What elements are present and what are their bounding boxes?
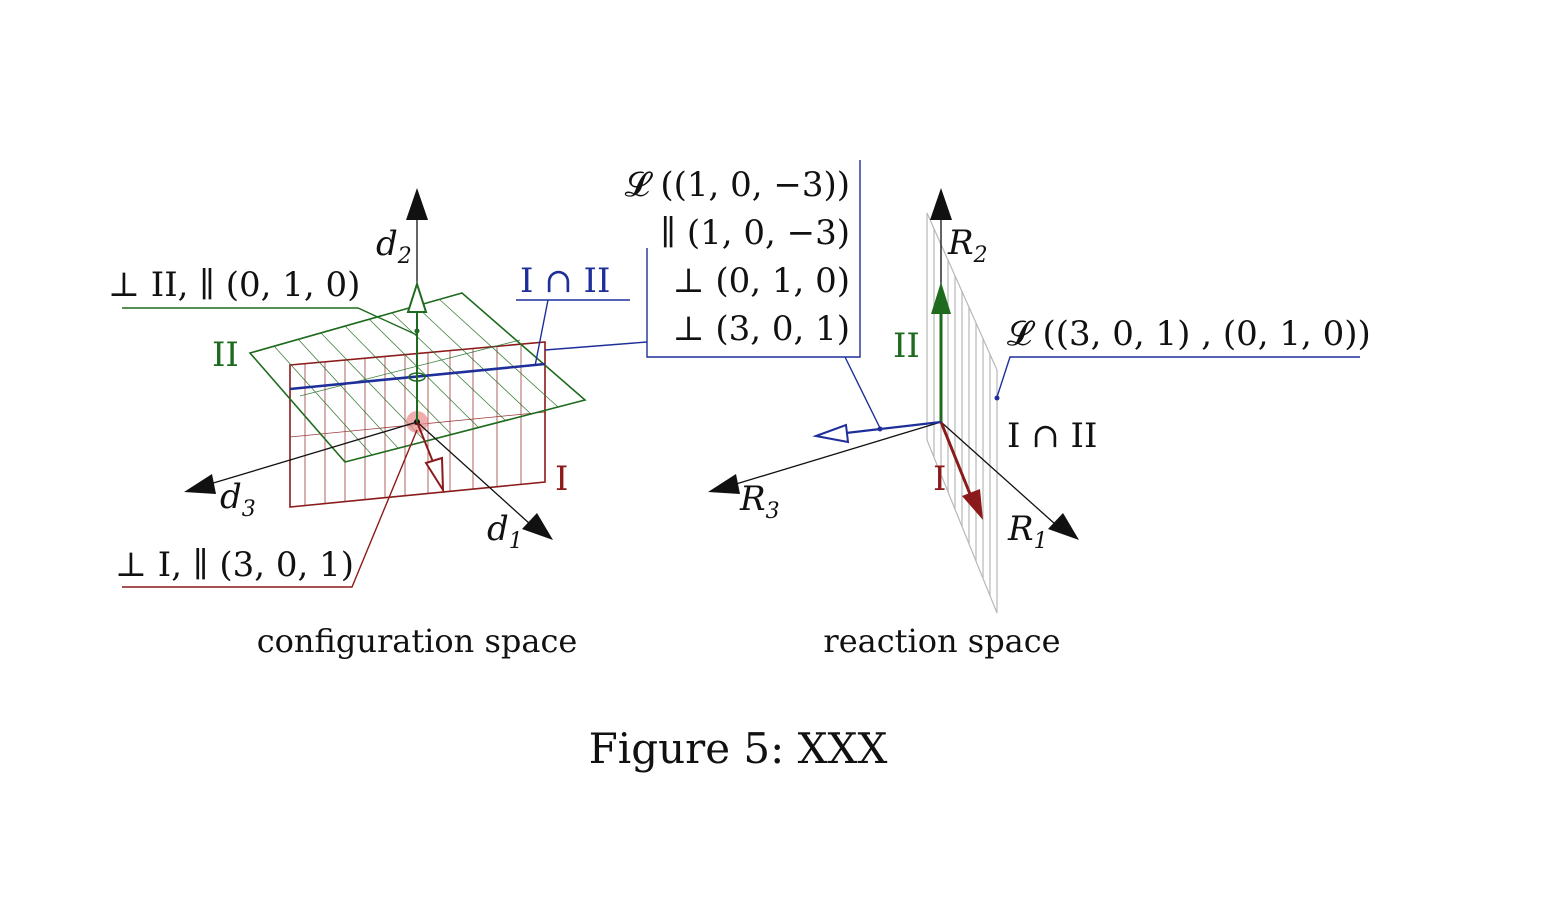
label-intersection-right: I ∩ II — [1007, 416, 1097, 456]
d3-arrowhead — [184, 474, 216, 494]
label-perp-I: ⊥ I, ∥ (3, 0, 1) — [115, 545, 354, 585]
label-plane-II: II — [212, 335, 239, 375]
bracket-box: 𝓛 ((1, 0, −3)) ∥ (1, 0, −3) ⊥ (0, 1, 0) … — [625, 160, 881, 429]
d2-arrowhead — [406, 188, 428, 220]
box-line-2: ∥ (1, 0, −3) — [660, 213, 850, 253]
leader-perp-II — [122, 307, 418, 336]
label-plane-I: I — [555, 459, 568, 499]
box-line-4: ⊥ (3, 0, 1) — [673, 309, 850, 349]
label-span: 𝓛 ((3, 0, 1) , (0, 1, 0)) — [1007, 314, 1371, 354]
d1-arrowhead — [522, 513, 553, 540]
normal-I-arrow — [424, 456, 445, 494]
configuration-space-diagram: d2 d3 d1 II I ⊥ II, ∥ (0, 1, 0) ⊥ I, ∥ (… — [108, 188, 648, 660]
caption-configuration-space: configuration space — [257, 622, 578, 660]
R3-arrowhead — [708, 474, 740, 494]
label-R2: R2 — [947, 223, 988, 268]
caption-reaction-space: reaction space — [823, 622, 1060, 660]
plane-II — [248, 292, 587, 463]
leader-span — [996, 356, 1360, 398]
label-d1: d1 — [487, 509, 523, 554]
box-line-1: 𝓛 ((1, 0, −3)) — [625, 165, 850, 205]
label-d3: d3 — [220, 477, 256, 522]
label-II-right: II — [893, 326, 920, 366]
R2-arrowhead — [930, 188, 952, 220]
label-perp-II: ⊥ II, ∥ (0, 1, 0) — [108, 265, 360, 305]
label-R3: R3 — [739, 479, 780, 524]
label-d2: d2 — [376, 224, 412, 269]
intersection-arrow-right — [812, 423, 850, 444]
box-line-3: ⊥ (0, 1, 0) — [673, 261, 850, 301]
I-arrow-right — [962, 489, 983, 520]
reaction-space-diagram: R2 R3 R1 II I 𝓛 ((3, 0, 1) , (0, 1, 0)) … — [708, 188, 1371, 660]
reaction-plane — [926, 212, 998, 614]
label-I-right: I — [933, 459, 946, 499]
II-arrow-right — [931, 282, 951, 314]
leader-perp-I — [122, 429, 418, 588]
figure-caption: Figure 5: XXX — [589, 724, 888, 773]
normal-II-arrow — [406, 280, 428, 313]
label-R1: R1 — [1007, 509, 1048, 554]
label-intersection-left: I ∩ II — [520, 261, 610, 301]
R1-arrowhead — [1048, 513, 1079, 540]
